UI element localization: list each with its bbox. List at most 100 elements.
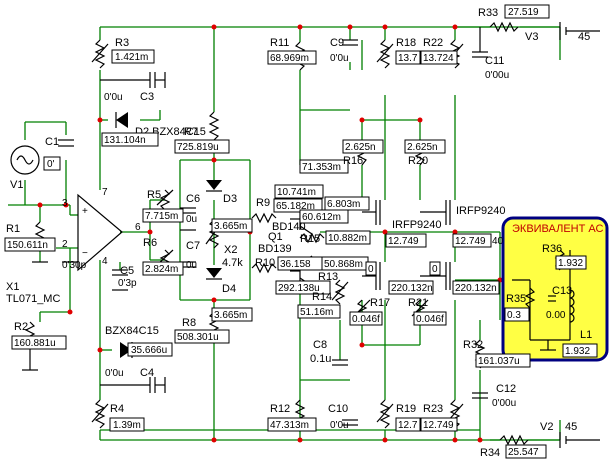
resistor-r4[interactable] — [91, 399, 109, 429]
battery-v2[interactable] — [559, 432, 600, 448]
resistor-r13[interactable] — [331, 279, 349, 305]
ground-symbols — [32, 72, 196, 393]
c7-label: C7 — [186, 240, 200, 252]
capacitor-c12[interactable] — [472, 392, 488, 399]
r3-value: 1.421m — [115, 52, 148, 63]
r5-value: 7.715m — [145, 211, 178, 222]
c4-value: 0'0u — [105, 368, 124, 379]
labels: R33 27.519 V3 45 R3 1.421m 0'0u C3 D2 BZ… — [4, 4, 598, 459]
resistor-r9[interactable] — [251, 212, 277, 224]
resistor-r3[interactable] — [91, 39, 109, 69]
r4-value: 1.39m — [113, 420, 141, 431]
r12-value: 47.313m — [270, 420, 309, 431]
r14-label: R14 — [312, 291, 332, 303]
r13-label: R13 — [318, 271, 338, 283]
capacitor-c3[interactable] — [100, 72, 156, 88]
c1-value: 0' — [47, 159, 55, 170]
c12-label: C12 — [496, 383, 516, 395]
resistor-r15[interactable] — [299, 232, 325, 244]
diode-d4[interactable] — [206, 268, 222, 280]
r35-label: R35 — [506, 293, 526, 305]
c3-value: 0'0u — [104, 92, 123, 103]
r36-label: R36 — [542, 243, 562, 255]
r19-label: R19 — [396, 403, 416, 415]
capacitor-c8[interactable] — [332, 359, 348, 366]
c4-label: C4 — [140, 367, 154, 379]
r18-value: 13.7 — [398, 53, 418, 64]
opamp-x1[interactable]: + − — [77, 193, 123, 272]
probe-60612: 60.612m — [302, 212, 341, 223]
r8-label: R8 — [182, 317, 196, 329]
c9-label: C9 — [330, 37, 344, 49]
wires — [8, 26, 561, 441]
resistor-r7[interactable] — [208, 111, 220, 141]
c6-label: C6 — [186, 193, 200, 205]
c8-label: C8 — [313, 339, 327, 351]
d2-value: 131.104n — [104, 135, 146, 146]
r22-label: R22 — [423, 37, 443, 49]
c5-value: 0'3p — [118, 278, 137, 289]
svg-text:+: + — [82, 206, 88, 217]
probe-36158: 36.158 — [280, 259, 311, 270]
v1-label: V1 — [10, 179, 23, 191]
capacitor-c10[interactable] — [342, 419, 358, 426]
pin-7: 7 — [102, 187, 108, 198]
v2-value: 45 — [565, 421, 577, 433]
resistor-r33[interactable] — [489, 21, 519, 33]
probe-3665b: 3.665m — [214, 310, 247, 321]
mosfet-top-right[interactable] — [420, 200, 451, 225]
capacitor-c4[interactable] — [100, 377, 156, 393]
probe-3665a: 3.665m — [214, 221, 247, 232]
r7-value: 725.819u — [177, 142, 219, 153]
junctions — [37, 24, 503, 443]
resistor-r19[interactable] — [376, 399, 394, 429]
v2-label: V2 — [540, 421, 553, 433]
c5-label: C5 — [120, 265, 134, 277]
resistor-r5[interactable] — [156, 189, 174, 211]
mosfet-top-left[interactable] — [362, 200, 381, 225]
r17-label: R17 — [370, 297, 390, 309]
mosfet-bottom-right[interactable] — [420, 262, 451, 290]
r13-value: 51.16m — [300, 307, 333, 318]
r1-value: 150.611n — [7, 240, 48, 251]
q1-sub: Q1 — [268, 231, 283, 243]
c11-value: 0'00u — [485, 70, 509, 81]
c13-label: C13 — [552, 285, 572, 297]
r1-label: R1 — [6, 223, 20, 235]
q-top2-label: IRFP9240 — [456, 205, 506, 217]
r32-label: R32 — [463, 339, 483, 351]
r6-label: R6 — [143, 237, 157, 249]
capacitor-c11[interactable] — [472, 27, 488, 58]
pin-3: 3 — [62, 198, 68, 209]
r6-value: 2.824m — [145, 264, 178, 275]
l1-value: 1.932 — [565, 346, 590, 357]
diode-d3[interactable] — [206, 180, 222, 192]
probe-292138: 292.138u — [278, 283, 320, 294]
capacitor-c5[interactable] — [112, 269, 128, 276]
capacitor-c1[interactable] — [58, 139, 74, 147]
zener-d2[interactable] — [115, 112, 128, 128]
q-top1-label: IRFP9240 — [392, 219, 442, 231]
r23-value: 12.749 — [423, 420, 454, 431]
c1-label: C1 — [45, 136, 59, 148]
voltage-source-v1[interactable] — [10, 145, 40, 175]
r18-label: R18 — [396, 37, 416, 49]
r5-label: R5 — [147, 189, 161, 201]
r33-label: R33 — [478, 7, 498, 19]
r34-value: 25.547 — [508, 447, 539, 458]
probe-0b: 0 — [432, 264, 438, 275]
r22-value: 13.724 — [423, 53, 454, 64]
r2-label: R2 — [14, 321, 28, 333]
capacitor-c9[interactable] — [342, 39, 358, 46]
r32-value: 161.037u — [478, 356, 520, 367]
resistor-r18[interactable] — [376, 39, 394, 69]
resistor-r34[interactable] — [499, 434, 529, 446]
x1-label: X1 — [6, 281, 19, 293]
r36-value: 1.932 — [558, 258, 583, 269]
probe-10741: 10.741m — [277, 187, 316, 198]
c13-value: 0.00 — [546, 310, 566, 321]
battery-v3[interactable] — [559, 22, 600, 40]
probe-0a: 0 — [368, 264, 374, 275]
q1-label: BD140 — [272, 221, 306, 233]
resistor-r10[interactable] — [251, 262, 277, 274]
